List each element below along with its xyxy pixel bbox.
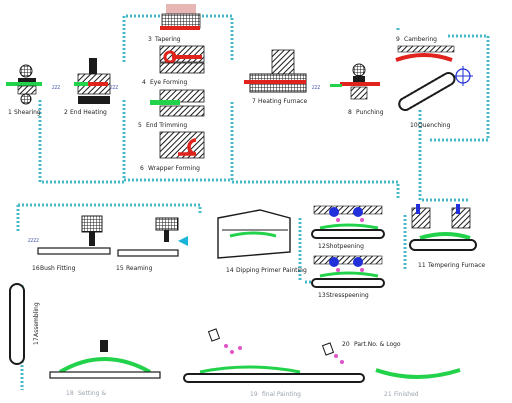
step-label: Tempering Furnace: [427, 262, 485, 269]
step-number: 12: [318, 243, 326, 250]
step-wrapper-forming: 6 Wrapper Forming: [140, 132, 204, 172]
step-final-painting: 19 final Painting: [184, 329, 364, 398]
flow-tag: ZZZZ: [28, 238, 39, 243]
step-label: Shotpeening: [326, 243, 364, 250]
conveyor-paths: [18, 16, 488, 390]
step-number: 10: [410, 122, 418, 129]
step-number: 19: [250, 391, 258, 398]
step-label: End Heating: [70, 109, 107, 116]
flow-tag: ZZZ: [312, 85, 320, 90]
step-label: Setting &: [78, 390, 106, 397]
step-number: 6: [140, 165, 144, 172]
step-number: 13: [318, 292, 326, 299]
step-label: Shearing: [14, 109, 41, 116]
step-number: 21: [384, 391, 392, 398]
step-label: Reaming: [126, 265, 153, 272]
step-end-trimming: 5 End Trimming: [138, 90, 204, 129]
step-finished: 21 Finished: [376, 370, 460, 398]
step-number: 8: [348, 109, 352, 116]
step-number: 2: [64, 109, 68, 116]
step-assembling: 17 Assembling: [10, 284, 40, 364]
flow-tag: ZZZ: [52, 85, 60, 90]
step-number: 5: [138, 122, 142, 129]
step-end-heating: 2 End Heating: [64, 58, 110, 116]
step-label: Finished: [394, 391, 419, 398]
step-label: Bush Fitting: [40, 265, 76, 272]
step-punching: 8 Punching: [330, 64, 384, 116]
step-label: Heating Furnace: [258, 98, 307, 105]
step-setting: 18 Setting &: [50, 340, 160, 397]
step-shotpeening: 12 Shotpeening: [312, 206, 384, 250]
step-label: Cambering: [404, 36, 437, 43]
step-reaming: 15 Reaming: [116, 218, 188, 272]
step-cambering: 9 Cambering: [396, 36, 473, 86]
step-label: Quenching: [418, 122, 451, 129]
step-label: Punching: [356, 109, 384, 116]
step-label: Tapering: [154, 36, 181, 43]
step-number: 14: [226, 267, 234, 274]
step-stresspeening: 13 Stresspeening: [312, 256, 384, 299]
step-heating-furnace: 7 Heating Furnace: [244, 50, 307, 105]
step-label: final Painting: [262, 391, 301, 398]
step-number: 16: [32, 265, 40, 272]
step-shearing: 1 Shearing: [6, 65, 42, 116]
step-number: 4: [142, 79, 146, 86]
step-part-no-logo: 20 Part.No. & Logo: [323, 341, 401, 364]
step-label: Part.No. & Logo: [354, 341, 401, 348]
step-label: Assembling: [33, 302, 40, 337]
step-label: Dipping Primer Painting: [236, 267, 307, 274]
step-number: 17: [33, 337, 40, 345]
step-label: Eye Forming: [150, 79, 188, 86]
step-number: 18: [66, 390, 74, 397]
step-quenching: 10 Quenching: [397, 71, 457, 129]
step-number: 7: [252, 98, 256, 105]
step-label: End Trimming: [146, 122, 187, 129]
step-label: Stresspeening: [326, 292, 369, 299]
step-tapering: 3 Tapering: [148, 4, 200, 43]
step-number: 15: [116, 265, 124, 272]
step-number: 11: [418, 262, 426, 269]
step-tempering-furnace: 11 Tempering Furnace: [410, 204, 485, 269]
step-number: 3: [148, 36, 152, 43]
step-number: 20: [342, 341, 350, 348]
step-label: Wrapper Forming: [148, 165, 200, 172]
step-eye-forming: 4 Eye Forming: [142, 46, 204, 86]
step-dipping-primer-painting: 14 Dipping Primer Painting: [218, 210, 307, 274]
step-bush-fitting: 16 Bush Fitting: [32, 216, 110, 272]
step-number: 9: [396, 36, 400, 43]
step-number: 1: [8, 109, 12, 116]
flow-tag: ZZZ: [110, 85, 118, 90]
